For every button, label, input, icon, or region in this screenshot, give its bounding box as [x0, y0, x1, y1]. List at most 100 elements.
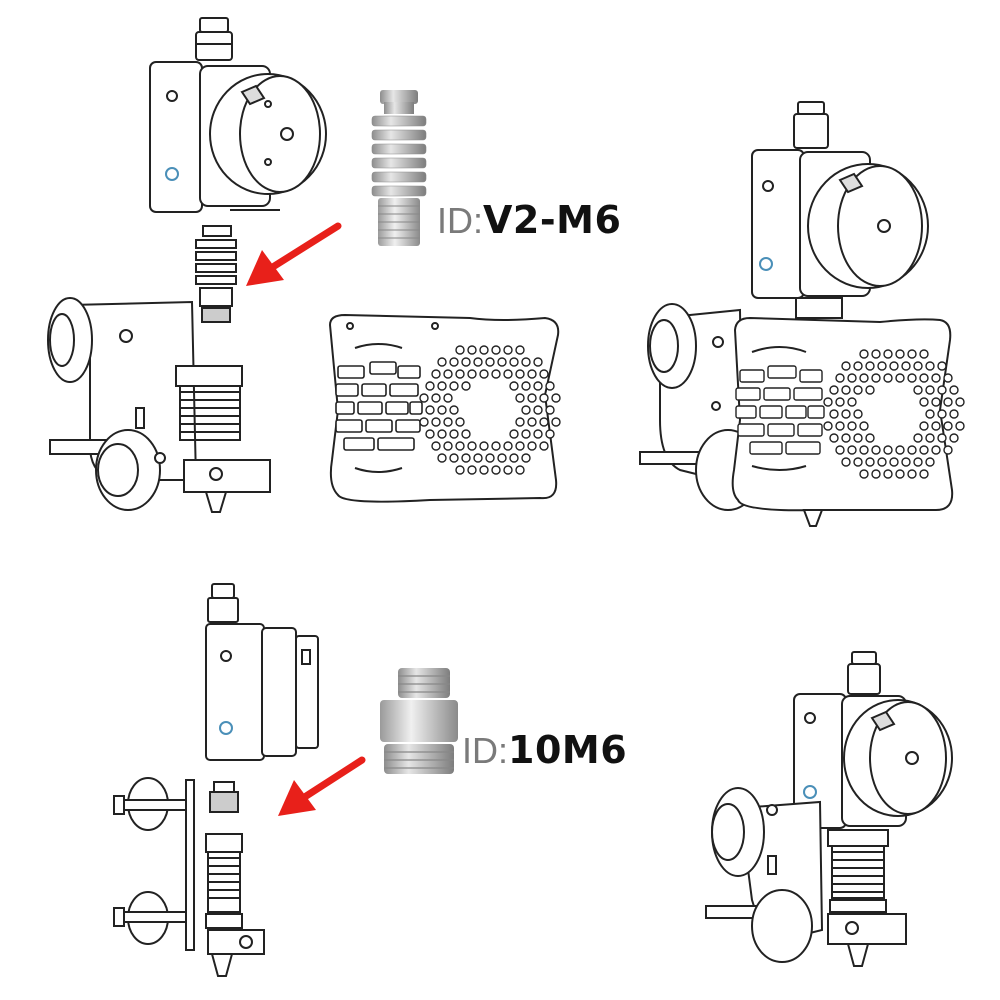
vent-hole [443, 417, 453, 427]
vent-hole [895, 445, 905, 455]
vent-hole [823, 397, 833, 407]
vent-hole [527, 417, 537, 427]
vent-hole [955, 397, 965, 407]
vent-hole [925, 361, 935, 371]
part-id-value: 10M6 [508, 728, 628, 772]
vent-hole [847, 421, 857, 431]
vent-hole [479, 465, 489, 475]
vent-hole [455, 441, 465, 451]
vent-hole [871, 349, 881, 359]
hotend-carriage-top [47, 225, 271, 513]
vent-hole [515, 393, 525, 403]
vent-hole [545, 381, 555, 391]
vent-hole [437, 453, 447, 463]
vent-hole [431, 417, 441, 427]
part-id-label-10m6: ID: 10M6 [462, 728, 627, 772]
vent-hole [539, 417, 549, 427]
part-id-label-v2-m6: ID: V2-M6 [437, 198, 621, 242]
id-prefix: ID: [462, 730, 509, 771]
vent-hole [443, 393, 453, 403]
vent-hole [467, 465, 477, 475]
vent-hole [841, 409, 851, 419]
vent-hole [931, 445, 941, 455]
vent-hole [539, 441, 549, 451]
vent-hole [913, 385, 923, 395]
vent-hole [835, 445, 845, 455]
vent-hole [925, 409, 935, 419]
vent-hole [895, 373, 905, 383]
vent-hole [859, 445, 869, 455]
vent-hole [533, 405, 543, 415]
vent-hole [491, 441, 501, 451]
vent-hole [449, 429, 459, 439]
vent-hole [497, 357, 507, 367]
vent-hole [919, 469, 929, 479]
vent-hole [853, 385, 863, 395]
vent-hole [533, 357, 543, 367]
vent-hole [931, 421, 941, 431]
vent-hole [437, 357, 447, 367]
vent-hole [431, 369, 441, 379]
vent-hole [419, 417, 429, 427]
vent-hole [509, 429, 519, 439]
vent-hole [449, 357, 459, 367]
vent-hole [871, 373, 881, 383]
vent-hole [515, 345, 525, 355]
vent-hole [871, 469, 881, 479]
vent-hole [503, 369, 513, 379]
vent-hole [455, 345, 465, 355]
vent-hole [877, 457, 887, 467]
vent-hole [853, 457, 863, 467]
vent-hole [919, 349, 929, 359]
vent-hole [449, 381, 459, 391]
vent-hole [527, 441, 537, 451]
vent-hole [467, 369, 477, 379]
vent-hole [853, 409, 863, 419]
vent-hole [521, 357, 531, 367]
extruder-top-exploded [149, 17, 327, 213]
vent-hole [437, 405, 447, 415]
fan-vent-holes [419, 345, 561, 475]
vent-hole [503, 441, 513, 451]
vent-hole [823, 421, 833, 431]
vent-hole [943, 397, 953, 407]
vent-hole [449, 405, 459, 415]
vent-hole [461, 357, 471, 367]
vent-hole [485, 453, 495, 463]
vent-hole [931, 397, 941, 407]
vent-hole [551, 393, 561, 403]
vent-hole [859, 373, 869, 383]
vent-hole [521, 381, 531, 391]
vent-hole [485, 357, 495, 367]
vent-hole [919, 397, 929, 407]
vent-hole [419, 393, 429, 403]
vent-hole [425, 429, 435, 439]
vent-hole [913, 457, 923, 467]
vent-hole [895, 349, 905, 359]
vent-hole [889, 457, 899, 467]
vent-hole [865, 385, 875, 395]
vent-hole [883, 373, 893, 383]
part-id-value: V2-M6 [483, 198, 622, 242]
vent-hole [913, 433, 923, 443]
vent-hole [527, 393, 537, 403]
vent-hole [943, 445, 953, 455]
vent-hole [937, 433, 947, 443]
vent-hole [491, 369, 501, 379]
vent-hole [883, 445, 893, 455]
vent-hole [497, 453, 507, 463]
vent-hole [907, 373, 917, 383]
vent-hole [443, 441, 453, 451]
vent-hole [841, 361, 851, 371]
vent-hole [509, 453, 519, 463]
vent-hole [931, 373, 941, 383]
vent-hole [889, 361, 899, 371]
vent-hole [907, 349, 917, 359]
vent-hole [443, 369, 453, 379]
red-arrow-icon [278, 756, 366, 816]
heat-break-10m6-photo [380, 668, 458, 774]
vent-hole [539, 369, 549, 379]
vent-hole [545, 405, 555, 415]
vent-hole [425, 381, 435, 391]
vent-hole [865, 361, 875, 371]
